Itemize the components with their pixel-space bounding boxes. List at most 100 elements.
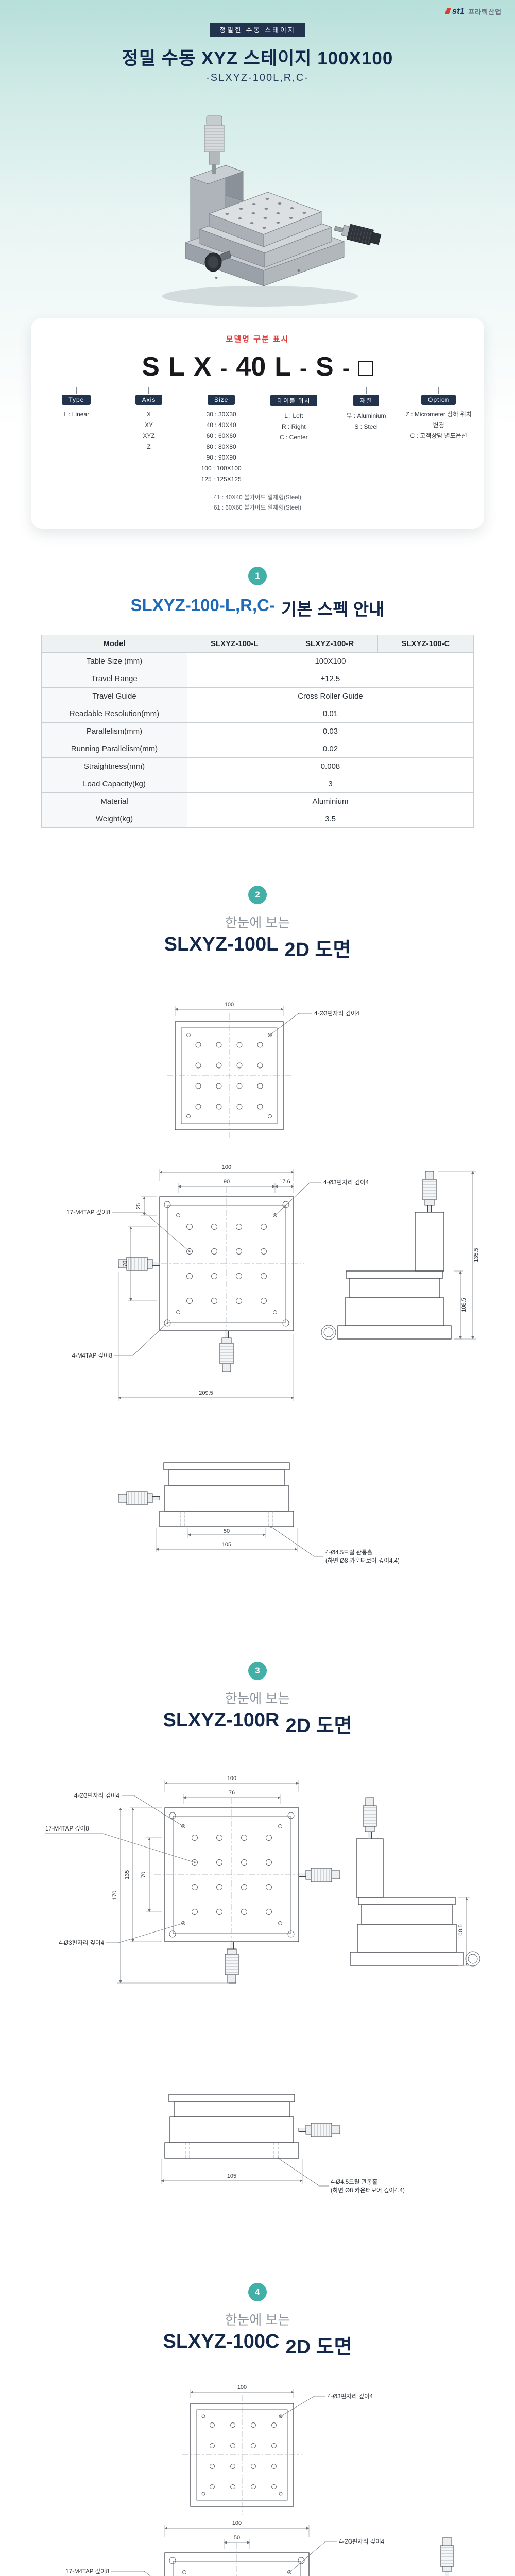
section-title: SLXYZ-100C 2D 도면	[0, 2331, 515, 2359]
spec-row: Running Parallelism(mm)0.02	[41, 740, 474, 758]
model-group-type: Type L : Linear	[41, 387, 112, 420]
model-code-groups: Type L : Linear Axis X XY XYZ Z	[41, 387, 474, 485]
plan-view: 17-M4TAP 깊이8 4-Ø3핀자리 깊이4 4-M4TAP 깊이8 90 …	[66, 1164, 369, 1401]
annotation-label: 4-Ø3핀자리 깊이4	[323, 1179, 369, 1186]
annotation-label: 4-Ø3핀자리 깊이4	[59, 1940, 105, 1946]
spec-col-header: SLXYZ-100-R	[281, 635, 378, 653]
page-subtitle: -SLXYZ-100L,R,C-	[206, 72, 309, 83]
section-number-badge: 2	[248, 886, 267, 905]
spec-row-value: Aluminium	[187, 792, 474, 811]
annotation-label: (하면 Ø8 카운터보어 깊이4.4)	[325, 1557, 400, 1564]
section-number-badge: 1	[248, 567, 267, 586]
annotation-label: 4-Ø4.5드릴 관통홀	[331, 2179, 377, 2185]
dim-label: 50	[224, 1528, 230, 1534]
model-group-chip: 테이블 위치	[270, 395, 317, 406]
dim-label: 70	[122, 1261, 128, 1267]
dim-label: 100	[225, 1002, 234, 1008]
spec-row-value: 3.5	[187, 810, 474, 828]
spec-row-label: Straightness(mm)	[41, 757, 187, 776]
model-group-chip: Type	[62, 395, 91, 405]
spec-row-value: 3	[187, 775, 474, 793]
model-option: 100 : 100X100	[201, 465, 242, 472]
connector-line	[366, 387, 367, 394]
connector-line	[438, 387, 439, 394]
spec-row-value: 0.008	[187, 757, 474, 776]
model-option: 90 : 90X90	[206, 454, 236, 461]
drawing-section-100r: 3 한눈에 보는 SLXYZ-100R 2D 도면	[0, 1662, 515, 2246]
model-option: Z	[147, 443, 151, 450]
spec-row-label: Readable Resolution(mm)	[41, 705, 187, 723]
model-option: R : Right	[281, 423, 306, 430]
spec-row-label: Parallelism(mm)	[41, 722, 187, 741]
model-group-option: Option Z : Micrometer 상하 위치변경 C : 고객상담 별…	[403, 387, 474, 442]
model-option: S : Steel	[354, 423, 378, 430]
spec-row: Travel Range±12.5	[41, 670, 474, 688]
section-pretitle: 한눈에 보는	[225, 915, 290, 931]
drawing-section-100c: 4 한눈에 보는 SLXYZ-100C 2D 도면 100	[0, 2283, 515, 2576]
annotation-label: 4-Ø3핀자리 깊이4	[339, 2538, 385, 2545]
hero-section: st1 프라텍산업 정밀한 수동 스테이지 정밀 수동 XYZ 스테이지 100…	[0, 0, 515, 550]
brand-logo-text: 프라텍산업	[468, 8, 502, 16]
front-view: 4-Ø4.5드릴 관통홀 (하면 Ø8 카운터보어 깊이4.4) 50 105	[118, 1462, 400, 1564]
spec-row: Weight(kg)3.5	[41, 810, 474, 828]
model-code-token: S	[316, 352, 334, 382]
model-group-size: Size 30 : 30X30 40 : 40X40 60 : 60X60 80…	[186, 387, 256, 485]
annotation-label: 4-Ø4.5드릴 관통홀	[325, 1549, 372, 1556]
spec-row-value: ±12.5	[187, 670, 474, 688]
y-knob	[204, 250, 231, 272]
model-code-dash: -	[342, 356, 350, 380]
section-title-rest: 2D 도면	[285, 2336, 352, 2359]
connector-line	[76, 387, 77, 394]
spec-row-label: Running Parallelism(mm)	[41, 740, 187, 758]
spec-row-label: Travel Range	[41, 670, 187, 688]
front-view: 4-Ø4.5드릴 관통홀 (하면 Ø8 카운터보어 깊이4.4) 105	[161, 2094, 405, 2194]
annotation-label: 4-Ø3핀자리 깊이4	[314, 1010, 360, 1017]
annotation-label: 17-M4TAP 깊이8	[66, 1209, 110, 1216]
spec-row: Readable Resolution(mm)0.01	[41, 705, 474, 723]
model-option: 60 : 60X60	[206, 432, 236, 439]
model-option: L : Linear	[63, 411, 90, 418]
spec-heading-rest: 기본 스펙 안내	[281, 600, 385, 619]
plan-view: 17-M4TAP 깊이8 4-Ø3핀자리 깊이4 4-Ø3핀자리 깊이4 100…	[45, 1775, 340, 1984]
section-title-rest: 2D 도면	[284, 939, 351, 961]
model-code-token: L	[274, 352, 291, 382]
spec-row-label: Table Size (mm)	[41, 652, 187, 671]
model-option: 30 : 30X30	[206, 411, 236, 418]
page-title: 정밀 수동 XYZ 스테이지 100X100	[122, 48, 393, 69]
spec-row-value: 0.02	[187, 740, 474, 758]
brand-logo: st1 프라텍산업	[446, 6, 502, 16]
dim-label: 70	[141, 1872, 147, 1878]
section-pretitle: 한눈에 보는	[225, 2312, 290, 2328]
model-code-token: S	[142, 352, 160, 382]
annotation-label: 4-Ø3핀자리 깊이4	[74, 1792, 120, 1799]
drawing-section-100l: 2 한눈에 보는 SLXYZ-100L 2D 도면 100	[0, 886, 515, 1630]
spec-row-value: Cross Roller Guide	[187, 687, 474, 706]
dim-label: 100	[227, 1775, 236, 1782]
model-group-chip: Size	[207, 395, 235, 405]
section-number-badge: 3	[248, 1662, 267, 1681]
dim-label: 50	[234, 2535, 240, 2541]
top-plate-view: 100 4-Ø3핀자리 깊이4	[167, 1002, 360, 1139]
dim-label: 76	[229, 1790, 235, 1796]
connector-line	[148, 387, 149, 394]
annotation-label: (하면 Ø8 카운터보어 깊이4.4)	[331, 2187, 405, 2194]
model-option: X	[146, 411, 151, 418]
mounting-holes	[225, 198, 306, 229]
spec-row-label: Load Capacity(kg)	[41, 775, 187, 793]
drawing-2d-slxyz-100r: 17-M4TAP 깊이8 4-Ø3핀자리 깊이4 4-Ø3핀자리 깊이4 100…	[45, 1775, 480, 2194]
top-plate-view: 100 4-Ø3핀자리 깊이4	[182, 2384, 373, 2515]
model-group-chip: Option	[421, 395, 456, 405]
screw-dot	[297, 269, 300, 272]
model-footnotes: 41 : 40X40 볼가이드 일체형(Steel) 61 : 60X60 볼가…	[41, 493, 474, 513]
model-code-token: 40	[236, 352, 266, 382]
model-option: 80 : 80X80	[206, 443, 236, 450]
model-group-axis: Axis X XY XYZ Z	[114, 387, 184, 452]
annotation-label: 4-M4TAP 깊이8	[72, 1352, 112, 1359]
dim-label: 90	[224, 1179, 230, 1185]
spec-row-label: Material	[41, 792, 187, 811]
model-naming-caption: 모델명 구분 표시	[226, 335, 289, 344]
drawing-2d-slxyz-100c: 100 4-Ø3핀자리 깊이4 17-M4TAP 깊이8 4-Ø3핀자리 깊이4	[65, 2384, 454, 2576]
spec-col-header: SLXYZ-100-L	[187, 635, 282, 653]
model-code-dash: -	[220, 356, 228, 380]
